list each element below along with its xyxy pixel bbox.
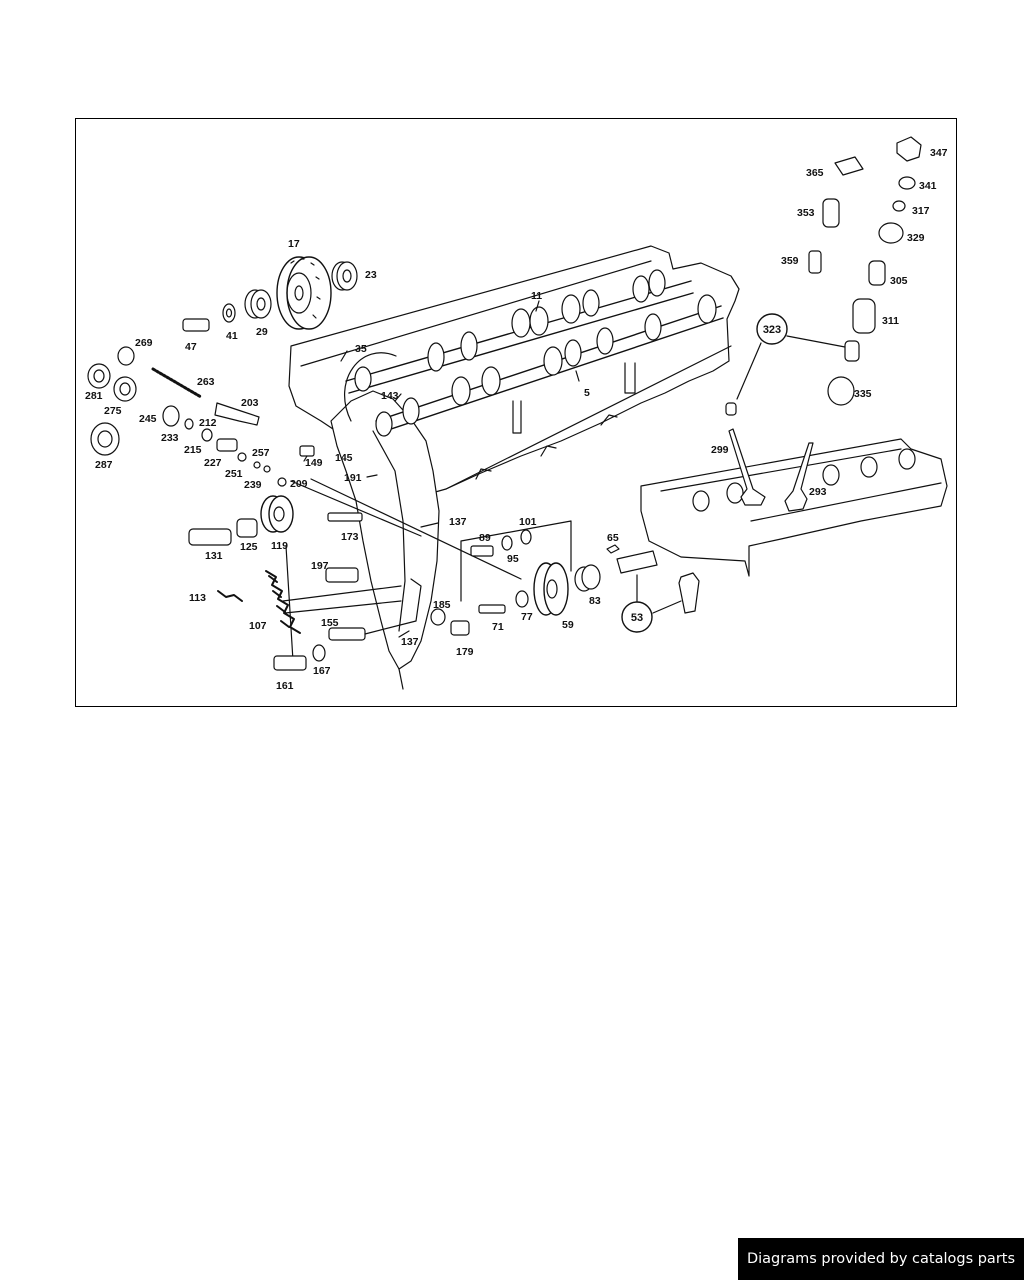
camshaft-lower [375,294,724,437]
part-47-shape [182,318,210,332]
callout-label-53[interactable]: 53 [631,612,643,624]
part-label-5[interactable]: 5 [584,387,590,399]
part-label-155[interactable]: 155 [321,617,339,629]
callout-circle-323 [756,313,788,345]
part-label-149[interactable]: 149 [305,457,323,469]
part-label-353[interactable]: 353 [797,207,815,219]
part-label-41[interactable]: 41 [226,330,238,342]
callout-labels: 323 53 [631,324,781,624]
part-label-317[interactable]: 317 [912,205,930,217]
footer-banner: Diagrams provided by catalogs parts [738,1238,1024,1280]
part-label-65[interactable]: 65 [607,532,619,544]
part-label-59[interactable]: 59 [562,619,574,631]
part-label-263[interactable]: 263 [197,376,215,388]
part-label-239[interactable]: 239 [244,479,262,491]
part-label-47[interactable]: 47 [185,341,197,353]
exploded-parts-diagram: 323 53 347 365 341 317 353 329 359 305 3… [85,136,948,692]
part-label-137b[interactable]: 137 [401,636,419,648]
callout-circles [621,313,788,633]
part-label-347[interactable]: 347 [930,147,948,159]
part-label-89[interactable]: 89 [479,532,491,544]
part-label-233[interactable]: 233 [161,432,179,444]
part-label-185[interactable]: 185 [433,599,451,611]
part-287-shape [90,422,120,456]
part-label-251[interactable]: 251 [225,468,243,480]
part-label-35[interactable]: 35 [355,343,367,355]
part-label-359[interactable]: 359 [781,255,799,267]
part-label-293[interactable]: 293 [809,486,827,498]
part-label-299[interactable]: 299 [711,444,729,456]
valve-299-shape [728,428,766,506]
part-label-227[interactable]: 227 [204,457,222,469]
valve-293-shape [784,442,814,512]
part-label-203[interactable]: 203 [241,397,259,409]
part-label-197[interactable]: 197 [311,560,329,572]
part-label-137[interactable]: 137 [449,516,467,528]
part-label-191[interactable]: 191 [344,472,362,484]
part-label-167[interactable]: 167 [313,665,331,677]
part-label-305[interactable]: 305 [890,275,908,287]
part-label-125[interactable]: 125 [240,541,258,553]
part-label-329[interactable]: 329 [907,232,925,244]
part-label-145[interactable]: 145 [335,452,353,464]
part-label-269[interactable]: 269 [135,337,153,349]
part-label-275[interactable]: 275 [104,405,122,417]
part-label-281[interactable]: 281 [85,390,103,402]
part-label-23[interactable]: 23 [365,269,377,281]
part-label-95[interactable]: 95 [507,553,519,565]
spring-263-shape [151,367,203,399]
part-label-212[interactable]: 212 [199,417,217,429]
part-label-107[interactable]: 107 [249,620,267,632]
part-label-341[interactable]: 341 [919,180,937,192]
part-label-179[interactable]: 179 [456,646,474,658]
chain-107-shape [265,570,301,634]
camshaft-upper [345,269,694,394]
part-203-shape [214,402,260,426]
part-label-71[interactable]: 71 [492,621,504,633]
part-label-161[interactable]: 161 [276,680,294,692]
part-label-287[interactable]: 287 [95,459,113,471]
part-label-311[interactable]: 311 [882,315,899,327]
part-281-shape [87,363,111,389]
part-label-113[interactable]: 113 [189,592,206,604]
part-label-173[interactable]: 173 [341,531,359,543]
part-number-labels: 347 365 341 317 353 329 359 305 311 323 … [85,147,948,692]
part-label-131[interactable]: 131 [205,550,223,562]
part-label-11[interactable]: 11 [531,290,542,302]
callout-circle-53 [621,601,653,633]
part-label-119[interactable]: 119 [271,540,288,552]
part-label-365[interactable]: 365 [806,167,824,179]
part-131-shape [188,528,232,546]
part-label-143[interactable]: 143 [381,390,399,402]
engine-drawing [87,136,948,690]
callout-label-323[interactable]: 323 [763,324,781,336]
part-label-17[interactable]: 17 [288,238,300,250]
parts-diagram-frame: 323 53 347 365 341 317 353 329 359 305 3… [75,118,957,707]
part-label-257[interactable]: 257 [252,447,270,459]
part-275-shape [113,376,137,402]
part-label-335[interactable]: 335 [854,388,872,400]
part-label-77[interactable]: 77 [521,611,533,623]
footer-text: Diagrams provided by catalogs parts [746,1251,1016,1267]
part-269-shape [117,346,135,366]
part-label-209[interactable]: 209 [290,478,308,490]
part-label-83[interactable]: 83 [589,595,601,607]
cam-sprocket-17 [276,256,332,330]
part-label-215[interactable]: 215 [184,444,202,456]
part-label-101[interactable]: 101 [519,516,537,528]
part-label-29[interactable]: 29 [256,326,268,338]
part-53-adjuster [616,550,658,574]
part-label-245[interactable]: 245 [139,413,157,425]
